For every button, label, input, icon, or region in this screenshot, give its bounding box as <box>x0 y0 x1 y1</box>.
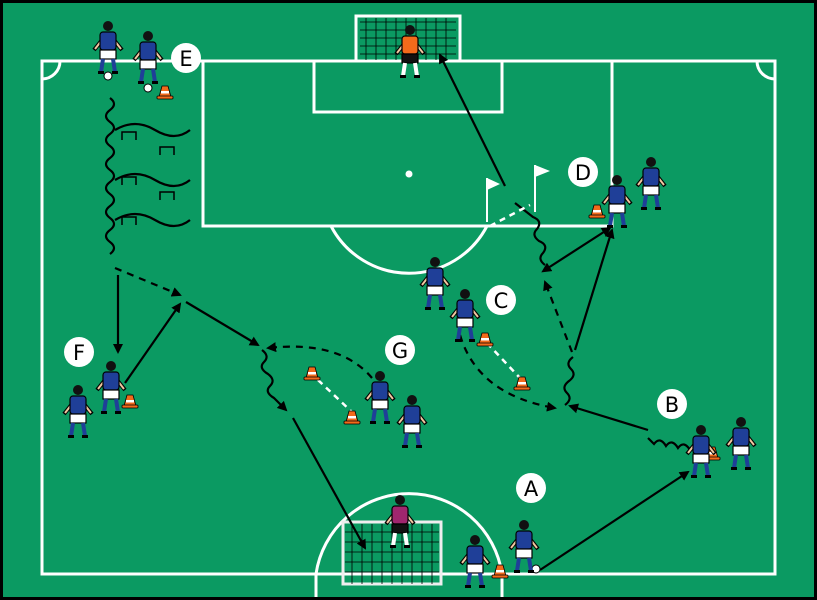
shot-arrow <box>292 417 366 550</box>
pass-arrow <box>573 228 615 351</box>
dribble-path <box>563 356 575 406</box>
run-arrow <box>458 334 557 412</box>
dribble-path <box>104 97 116 255</box>
penalty-arc <box>329 225 489 275</box>
svg-text:B: B <box>665 393 679 417</box>
pass-arrow <box>539 470 690 571</box>
ball <box>103 71 113 81</box>
flag <box>534 165 550 212</box>
dribble-path <box>114 122 191 228</box>
mini-hurdles <box>121 131 175 225</box>
shot-arrow <box>439 53 506 187</box>
station-label-a: A <box>516 473 546 503</box>
run-arrow <box>124 302 182 384</box>
cone-gates <box>317 203 531 413</box>
station-label-g: G <box>385 335 415 365</box>
ball <box>143 83 153 93</box>
svg-text:A: A <box>524 477 539 501</box>
svg-text:G: G <box>392 339 408 363</box>
station-label-c: C <box>486 285 516 315</box>
svg-text:D: D <box>575 161 591 185</box>
flag <box>486 178 500 222</box>
penalty-spot <box>405 170 413 178</box>
svg-text:C: C <box>494 289 509 313</box>
svg-text:E: E <box>179 47 192 71</box>
pass-arrow <box>185 301 260 347</box>
corner-arc <box>41 60 62 81</box>
svg-text:F: F <box>73 341 85 365</box>
dribble-path <box>260 349 288 412</box>
wall-pass-arrow <box>541 226 612 273</box>
dribble-path <box>647 437 691 451</box>
pass-arrow <box>568 403 649 432</box>
corner-arc <box>755 60 776 81</box>
station-label-b: B <box>657 389 687 419</box>
dribble-path <box>514 202 547 266</box>
station-label-e: E <box>171 43 201 73</box>
movement-lines <box>104 53 691 571</box>
station-label-f: F <box>64 337 94 367</box>
station-label-d: D <box>568 157 598 187</box>
pitch <box>3 3 814 597</box>
pass-arrow <box>114 266 182 297</box>
center-circle <box>314 492 504 575</box>
